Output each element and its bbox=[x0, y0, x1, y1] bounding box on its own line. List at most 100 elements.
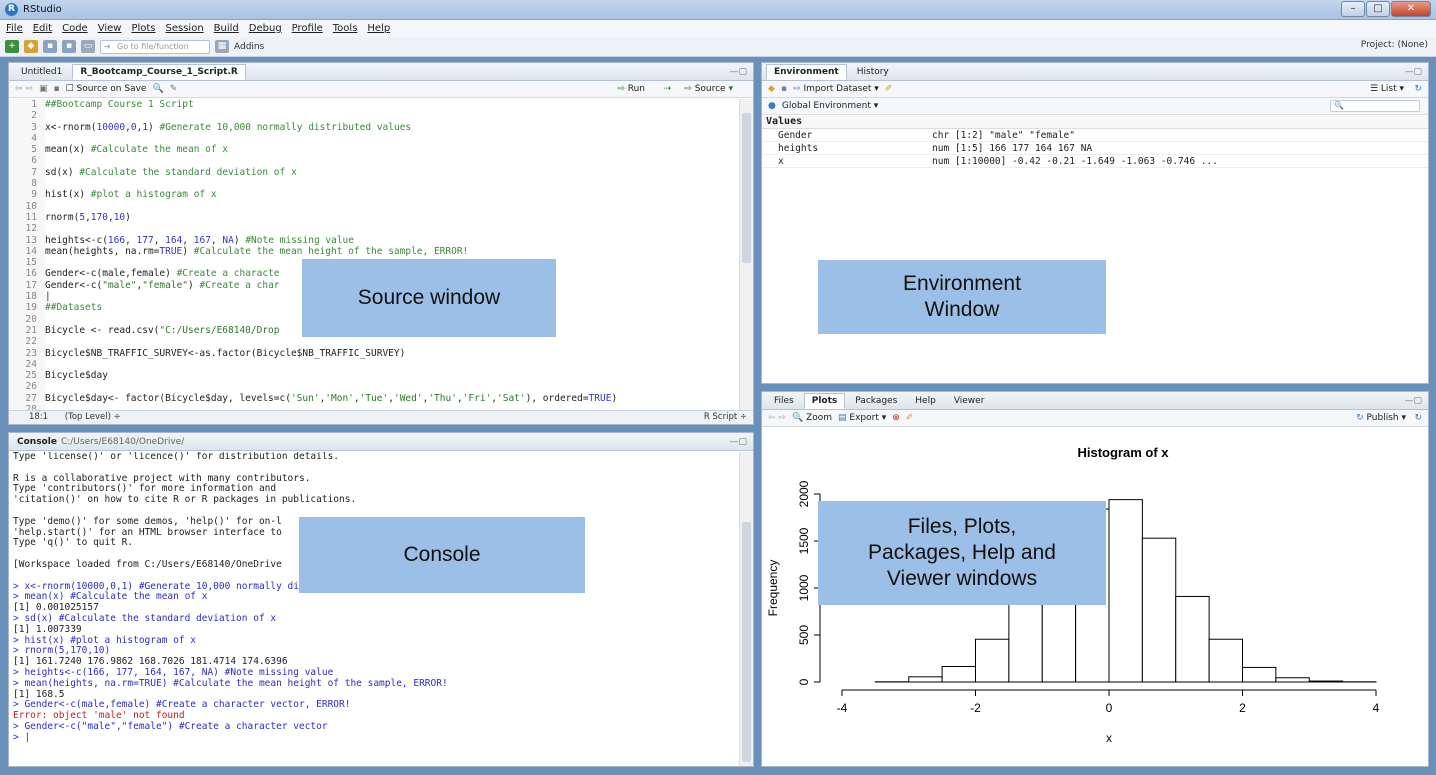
save-workspace-icon[interactable]: ▪ bbox=[780, 84, 788, 94]
publish-button[interactable]: ↻ Publish ▾ bbox=[1356, 413, 1406, 423]
menu-file[interactable]: File bbox=[6, 23, 23, 34]
console-line: Type 'q()' to quit R. bbox=[13, 537, 134, 549]
environment-scope-selector[interactable]: Global Environment ▾ bbox=[781, 101, 879, 111]
menu-profile[interactable]: Profile bbox=[291, 23, 323, 34]
rerun-icon[interactable]: ⇢ bbox=[663, 84, 671, 94]
new-file-icon[interactable]: + bbox=[5, 40, 19, 53]
refresh-icon[interactable]: ↻ bbox=[1414, 413, 1422, 423]
code-token: , bbox=[210, 234, 223, 246]
tab-history[interactable]: History bbox=[856, 67, 889, 77]
find-icon[interactable]: 🔍 bbox=[152, 84, 164, 94]
tab-files[interactable]: Files bbox=[774, 396, 794, 406]
source-button[interactable]: ⇨ Source ▾ bbox=[684, 84, 733, 94]
menu-edit[interactable]: Edit bbox=[32, 23, 53, 34]
code-text: Gender<-c(male,female) #Create a charact… bbox=[45, 268, 280, 279]
console-line: [1] 0.001025157 bbox=[13, 602, 99, 614]
tab-help[interactable]: Help bbox=[915, 396, 936, 406]
pane-minimize-icon[interactable]: —▢ bbox=[729, 437, 747, 447]
console-output[interactable]: Type 'license()' or 'licence()' for dist… bbox=[13, 452, 739, 766]
code-line: 12 bbox=[9, 223, 739, 235]
code-tools-icon[interactable]: ✎ bbox=[169, 84, 178, 94]
export-menu[interactable]: ▤ Export ▾ bbox=[838, 413, 887, 423]
file-type-selector[interactable]: R Script ÷ bbox=[703, 412, 747, 422]
menu-help[interactable]: Help bbox=[367, 23, 391, 34]
import-dataset-button[interactable]: ⇨ Import Dataset ▾ bbox=[793, 84, 879, 94]
menu-tools[interactable]: Tools bbox=[332, 23, 358, 34]
save-icon[interactable]: ▪ bbox=[43, 40, 57, 53]
run-button[interactable]: ⇨ Run bbox=[617, 84, 645, 94]
histogram-bar bbox=[1308, 680, 1344, 683]
source-scrollbar[interactable] bbox=[739, 99, 753, 410]
menu-plots[interactable]: Plots bbox=[131, 23, 156, 34]
line-number: 16 bbox=[9, 268, 45, 280]
minimize-button[interactable]: – bbox=[1341, 1, 1365, 17]
code-token: , bbox=[353, 392, 360, 404]
tab-environment[interactable]: Environment bbox=[766, 64, 847, 80]
tab-script[interactable]: R_Bootcamp_Course_1_Script.R bbox=[72, 64, 246, 80]
console-line: [Workspace loaded from C:/Users/E68140/O… bbox=[13, 558, 282, 570]
menu-debug[interactable]: Debug bbox=[248, 23, 282, 34]
project-menu[interactable]: Project: (None) bbox=[1360, 40, 1428, 50]
tab-packages[interactable]: Packages bbox=[855, 396, 898, 406]
source-on-save-checkbox[interactable]: ☐ Source on Save bbox=[65, 84, 147, 94]
values-header: Values bbox=[762, 116, 1428, 129]
console-line: > rnorm(5,170,10) bbox=[13, 645, 111, 657]
go-to-file-input[interactable]: Go to file/function bbox=[100, 39, 210, 54]
code-token: TRUE bbox=[588, 392, 612, 404]
menu-build[interactable]: Build bbox=[213, 23, 239, 34]
broom-icon[interactable]: ✐ bbox=[905, 413, 914, 423]
code-token: , bbox=[422, 392, 429, 404]
show-in-window-icon[interactable]: ▣ bbox=[38, 84, 48, 94]
menu-view[interactable]: View bbox=[97, 23, 122, 34]
broom-icon[interactable]: ✐ bbox=[884, 84, 893, 94]
code-token: 10 bbox=[113, 211, 126, 223]
scrollbar-thumb[interactable] bbox=[742, 113, 751, 263]
code-token: 1 bbox=[142, 121, 149, 133]
pane-minimize-icon[interactable]: —▢ bbox=[1404, 396, 1422, 406]
code-token: , bbox=[136, 121, 143, 133]
scrollbar-thumb[interactable] bbox=[742, 522, 751, 762]
load-workspace-icon[interactable]: ◆ bbox=[768, 84, 775, 94]
line-number: 15 bbox=[9, 257, 45, 269]
environment-search-input[interactable]: 🔍 bbox=[1330, 100, 1420, 112]
refresh-icon[interactable]: ↻ bbox=[1414, 84, 1422, 94]
open-project-icon[interactable]: ◆ bbox=[24, 40, 38, 53]
scope-selector[interactable]: (Top Level) ÷ bbox=[64, 412, 121, 422]
console-line: Error: object 'male' not found bbox=[13, 710, 185, 722]
menu-session[interactable]: Session bbox=[165, 23, 204, 34]
tab-untitled1[interactable]: Untitled1 bbox=[21, 67, 63, 77]
console-scrollbar[interactable] bbox=[739, 452, 753, 766]
code-token: hist(x) bbox=[45, 189, 91, 201]
x-tick-label: 2 bbox=[1239, 701, 1246, 715]
code-text: Bicycle$day bbox=[45, 370, 108, 381]
code-line: 1##Bootcamp Course 1 Script bbox=[9, 99, 739, 111]
addins-menu[interactable]: Addins bbox=[234, 41, 265, 52]
remove-plot-icon[interactable]: ⊗ bbox=[892, 413, 900, 423]
menu-code[interactable]: Code bbox=[62, 23, 88, 34]
save-icon[interactable]: ▪ bbox=[53, 84, 60, 94]
list-view-menu[interactable]: ☰ List ▾ bbox=[1369, 84, 1404, 94]
zoom-button[interactable]: 🔍 Zoom bbox=[791, 413, 832, 423]
print-icon[interactable]: ▭ bbox=[81, 40, 95, 53]
close-button[interactable]: ✕ bbox=[1391, 1, 1431, 17]
save-all-icon[interactable]: ▪ bbox=[62, 40, 76, 53]
pane-minimize-icon[interactable]: —▢ bbox=[1404, 67, 1422, 77]
console-line: [1] 1.007339 bbox=[13, 623, 82, 635]
back-arrow-icon[interactable]: ⇦ ⇨ bbox=[15, 84, 33, 94]
code-token: , bbox=[125, 234, 137, 246]
workspace-panes-icon[interactable]: ▦ bbox=[215, 40, 229, 53]
files-label-line2: Packages, Help and bbox=[868, 541, 1056, 564]
tab-plots[interactable]: Plots bbox=[803, 393, 846, 409]
tab-viewer[interactable]: Viewer bbox=[953, 396, 985, 406]
pane-minimize-icon[interactable]: —▢ bbox=[729, 67, 747, 77]
console-line: > hist(x) #plot a histogram of x bbox=[13, 634, 197, 646]
maximize-button[interactable]: □ bbox=[1366, 1, 1390, 17]
back-arrow-icon[interactable]: ⇦ ⇨ bbox=[768, 413, 786, 423]
environment-label-line2: Window bbox=[924, 298, 1000, 321]
console-line bbox=[13, 463, 739, 474]
